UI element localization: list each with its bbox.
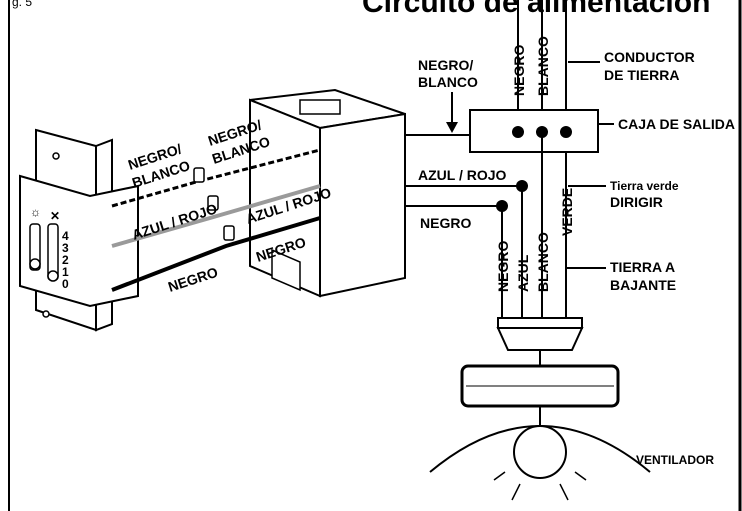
supply-negro-label: NEGRO (511, 45, 527, 96)
speed-number-0: 0 (62, 277, 69, 291)
diagram-title: Circuito de alimentación (362, 0, 710, 19)
outlet-wire-label-line2: BLANCO (418, 74, 478, 90)
verde-label: VERDE (559, 188, 575, 236)
speed-scale: 4 3 2 1 0 (62, 229, 69, 291)
speed-number-4: 4 (62, 229, 69, 243)
tierra-verde-label-line1: Tierra verde (610, 179, 679, 193)
outlet-wire-label-line1: NEGRO/ (418, 57, 473, 73)
canopy-body (496, 327, 584, 351)
fan-light-bulb (513, 425, 567, 479)
wire-nut-1 (193, 167, 205, 183)
outlet-wire-arrowhead (446, 122, 458, 133)
mid-negro-label: NEGRO (420, 215, 471, 231)
screw-bottom (42, 310, 50, 318)
fan-label: VENTILADOR (636, 453, 714, 467)
outlet-terminal-3 (560, 126, 572, 138)
supply-blanco-label: BLANCO (535, 36, 551, 96)
switch-control-left (29, 223, 41, 271)
junction-box-bracket (271, 248, 301, 292)
down-negro-label: NEGRO (495, 241, 511, 292)
canopy-top (497, 317, 583, 329)
wire-nut-3 (223, 225, 235, 241)
left-azul-rojo-label-1: AZUL / ROJO (130, 200, 219, 243)
wire-negro-blanco (111, 148, 321, 208)
ground-conductor-label-line2: DE TIERRA (604, 67, 679, 83)
light-ray-2 (511, 483, 521, 501)
down-azul-label: AZUL (515, 254, 531, 292)
fan-icon: ✕ (50, 209, 60, 223)
outlet-box-label: CAJA DE SALIDA (618, 116, 735, 132)
wire-nut-2 (207, 195, 219, 211)
light-ray-1 (493, 471, 506, 481)
wire-negro (111, 216, 321, 292)
left-negro-label-1: NEGRO (166, 264, 220, 295)
switch-knob-right[interactable] (47, 270, 59, 282)
speed-number-3: 3 (62, 241, 69, 255)
switch-knob-left[interactable] (29, 258, 41, 270)
outlet-terminal-1 (512, 126, 524, 138)
ground-conductor-label-line1: CONDUCTOR (604, 49, 695, 65)
mid-azul-rojo-label: AZUL / ROJO (418, 167, 507, 183)
tierra-verde-label-line2: DIRIGIR (610, 194, 663, 210)
junction-box-tab (299, 99, 341, 115)
downrod-ground-label-line1: TIERRA A (610, 259, 675, 275)
wire-azul-rojo (111, 184, 321, 248)
light-ray-3 (559, 483, 569, 501)
down-blanco-label: BLANCO (535, 232, 551, 292)
downrod-ground-label-line2: BAJANTE (610, 277, 676, 293)
figure-label: g. 5 (12, 0, 32, 9)
speed-number-2: 2 (62, 253, 69, 267)
outlet-box (469, 109, 599, 153)
light-icon: ☼ (30, 205, 41, 219)
speed-number-1: 1 (62, 265, 69, 279)
junction-box-front (319, 112, 406, 298)
light-ray-4 (574, 471, 587, 481)
screw-top (52, 152, 60, 160)
